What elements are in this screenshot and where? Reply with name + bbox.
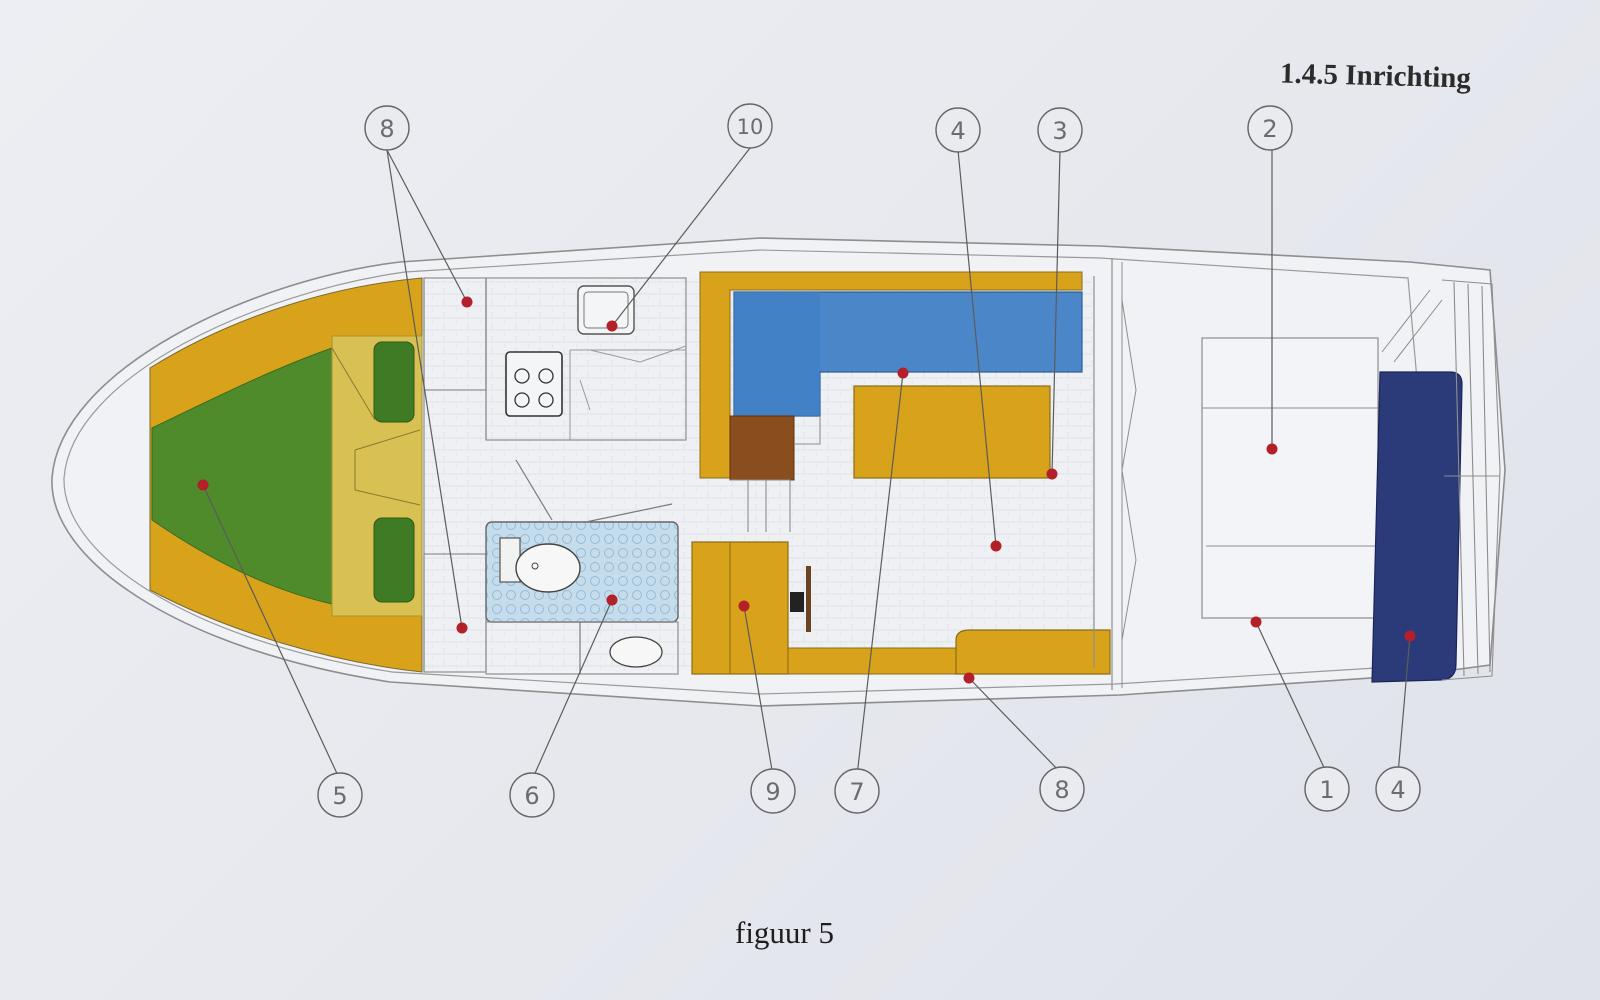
marker-dot (1404, 630, 1416, 642)
helm-bench-strip (787, 647, 957, 675)
callout-circle (1375, 766, 1421, 812)
callout-circles (317, 103, 1421, 818)
aft-deck-table (1201, 337, 1379, 619)
callout-circle (1037, 107, 1083, 153)
marker-dot (897, 367, 909, 379)
callout-4-top: 4 (950, 117, 965, 145)
leader-lines (202, 147, 1411, 781)
callout-5: 5 (332, 782, 347, 810)
stove-burner (538, 368, 554, 384)
stove-burner (514, 392, 530, 408)
helm-steering-shaft (806, 566, 811, 632)
marker-dot (456, 622, 468, 634)
callout-8-bottom: 8 (1054, 776, 1069, 804)
marker-dot (1250, 616, 1262, 628)
toilet-bowl (515, 543, 581, 593)
galley-sink (577, 285, 635, 335)
galley-stove (505, 351, 563, 417)
callout-7: 7 (849, 778, 864, 806)
callout-circle (727, 103, 773, 149)
callout-4-bottom: 4 (1390, 776, 1405, 804)
callout-circle (834, 768, 880, 814)
callout-6: 6 (524, 782, 539, 810)
stove-burner (538, 392, 554, 408)
figure-caption: figuur 5 (735, 915, 835, 950)
swim-platform (1441, 279, 1501, 681)
bow-cushion-top (373, 341, 415, 423)
bow-cushion-bottom (373, 517, 415, 603)
callout-circle (364, 105, 410, 151)
callout-8-top: 8 (379, 115, 394, 143)
hull-outline-inner (63, 249, 1426, 695)
saloon-step-lines (730, 416, 821, 532)
aft-bulkhead-zigzag (1121, 299, 1137, 641)
stove-burner (514, 368, 530, 384)
aft-deck-corner (1381, 289, 1443, 363)
callout-9: 9 (765, 778, 780, 806)
saloon-table (853, 385, 1051, 479)
aft-seat (955, 629, 1111, 675)
saloon-seat-frame (699, 271, 1083, 479)
callout-circle (1304, 766, 1350, 812)
marker-dot (1266, 443, 1278, 455)
marker-dot (990, 540, 1002, 552)
callout-2: 2 (1262, 115, 1277, 143)
aft-bench (1371, 371, 1463, 683)
washbasin (609, 636, 663, 668)
toilet-room-lower (485, 621, 679, 675)
toilet-drain (531, 562, 539, 570)
saloon-cabinet (729, 415, 795, 481)
helm-steering-block (790, 592, 804, 612)
markers (197, 296, 1416, 684)
callout-circle (1247, 105, 1293, 151)
callout-10: 10 (737, 115, 764, 139)
galley-counter (485, 277, 687, 441)
callout-circle (935, 107, 981, 153)
galley-sink-basin (583, 291, 629, 329)
marker-dot (606, 594, 618, 606)
callout-3: 3 (1052, 117, 1067, 145)
saloon-seat-shadow (734, 292, 820, 416)
marker-dot (963, 672, 975, 684)
callout-1: 1 (1319, 776, 1334, 804)
callout-circle (317, 772, 363, 818)
marker-dot (461, 296, 473, 308)
marker-dot (197, 479, 209, 491)
marker-dot (1046, 468, 1058, 480)
marker-dot (738, 600, 750, 612)
callout-circle (750, 768, 796, 814)
marker-dot (606, 320, 618, 332)
callout-circle (1039, 766, 1085, 812)
callout-circle (509, 772, 555, 818)
galley-worktop-lines (569, 345, 687, 440)
galley-door-lines (515, 459, 673, 674)
bow-infill-line (331, 347, 421, 506)
